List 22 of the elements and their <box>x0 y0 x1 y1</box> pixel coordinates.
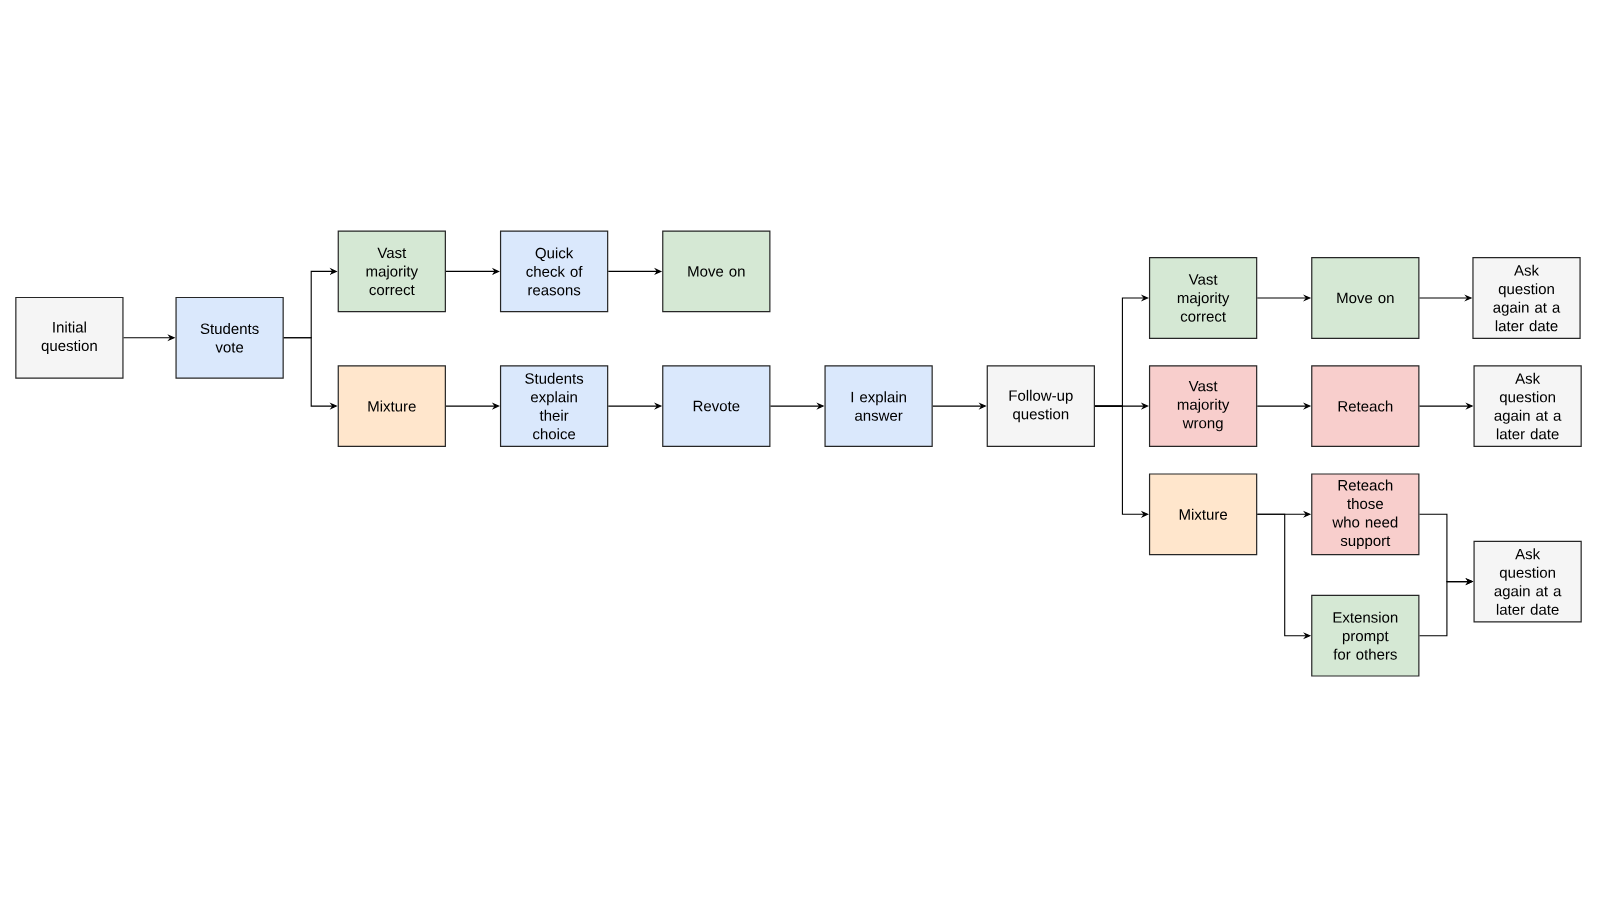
process-box: Extension prompt for others <box>1311 594 1420 677</box>
process-box: Follow-up question <box>986 365 1095 447</box>
arrow <box>445 267 500 275</box>
process-box: Reteach <box>1311 365 1420 447</box>
process-box: Vast majority wrong <box>1148 365 1258 447</box>
process-box: I explain answer <box>824 365 933 447</box>
process-box: Move on <box>1311 257 1420 339</box>
process-box: Vast majority correct <box>337 230 446 313</box>
process-box: Students explain their choice <box>499 365 609 447</box>
process-box: Ask question again at a later date <box>1472 257 1581 339</box>
process-box: Ask question again at a later date <box>1473 365 1582 447</box>
process-box: Ask question again at a later date <box>1473 540 1582 623</box>
process-box: Vast majority correct <box>1148 257 1258 339</box>
process-box: Reteach those who need support <box>1311 473 1420 556</box>
process-box: Mixture <box>337 365 446 447</box>
process-box: Move on <box>662 230 771 313</box>
arrow <box>1094 405 1149 518</box>
process-box: Students vote <box>175 296 284 379</box>
process-box: Quick check of reasons <box>499 230 609 313</box>
process-box: Mixture <box>1148 473 1258 556</box>
process-box: Revote <box>662 365 771 447</box>
process-box: Initial question <box>15 296 124 379</box>
